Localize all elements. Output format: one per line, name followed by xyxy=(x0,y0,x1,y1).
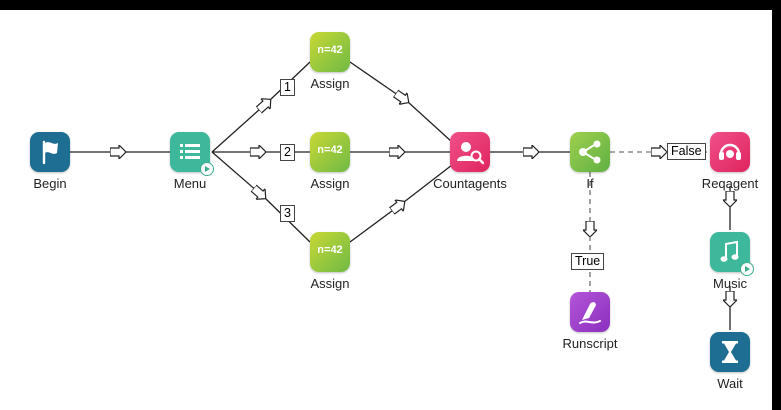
wait-node[interactable] xyxy=(710,332,750,372)
begin-node[interactable] xyxy=(30,132,70,172)
assign-label-3: Assign xyxy=(310,276,350,291)
countagents-label: Countagents xyxy=(433,176,507,191)
edge-label-false[interactable]: False xyxy=(667,143,706,160)
edge-menu-assign1 xyxy=(211,100,270,153)
branch-icon xyxy=(579,140,601,164)
assign-node-3[interactable]: n=42 xyxy=(310,232,350,272)
edge-label-2[interactable]: 2 xyxy=(280,144,295,161)
play-badge-icon xyxy=(740,262,754,276)
assign-badge-3: n=42 xyxy=(317,244,343,256)
wait-label: Wait xyxy=(717,376,743,391)
menu-label: Menu xyxy=(173,176,207,191)
assign-label-2: Assign xyxy=(310,176,350,191)
music-node[interactable] xyxy=(710,232,754,276)
assign-node-2[interactable]: n=42 xyxy=(310,132,350,172)
music-label: Music xyxy=(713,276,747,291)
script-icon xyxy=(579,302,601,324)
menu-node[interactable] xyxy=(170,132,214,176)
if-node[interactable] xyxy=(570,132,610,172)
assign-badge-1: n=42 xyxy=(317,44,343,56)
edge-menu-assign3 xyxy=(211,151,265,198)
reqagent-node[interactable] xyxy=(710,132,750,172)
flag-icon xyxy=(42,140,58,165)
user-search-icon xyxy=(457,142,485,165)
list-icon xyxy=(180,144,200,159)
flow-canvas[interactable]: 1 2 3 False True Begin Menu n=42 Assign … xyxy=(0,10,772,410)
runscript-label: Runscript xyxy=(562,336,618,351)
assign-node-1[interactable]: n=42 xyxy=(310,32,350,72)
music-note-icon xyxy=(720,240,739,262)
right-edge xyxy=(772,10,781,410)
reqagent-label: Reqagent xyxy=(701,176,759,191)
countagents-node[interactable] xyxy=(450,132,490,172)
assign-label-1: Assign xyxy=(310,76,350,91)
edge-label-true[interactable]: True xyxy=(571,253,605,270)
headset-icon xyxy=(719,143,741,160)
begin-label: Begin xyxy=(33,176,67,191)
edge-label-3[interactable]: 3 xyxy=(280,205,295,222)
runscript-node[interactable] xyxy=(570,292,610,332)
top-bar xyxy=(0,0,781,10)
if-label: If xyxy=(586,176,594,191)
flow-connectors xyxy=(70,61,772,330)
edge-assign1-countagents xyxy=(349,61,408,102)
play-badge-icon xyxy=(200,162,214,176)
edge-label-1[interactable]: 1 xyxy=(280,79,295,96)
hourglass-icon xyxy=(722,341,738,363)
edge-assign3-countagents xyxy=(349,202,404,243)
assign-badge-2: n=42 xyxy=(317,144,343,156)
